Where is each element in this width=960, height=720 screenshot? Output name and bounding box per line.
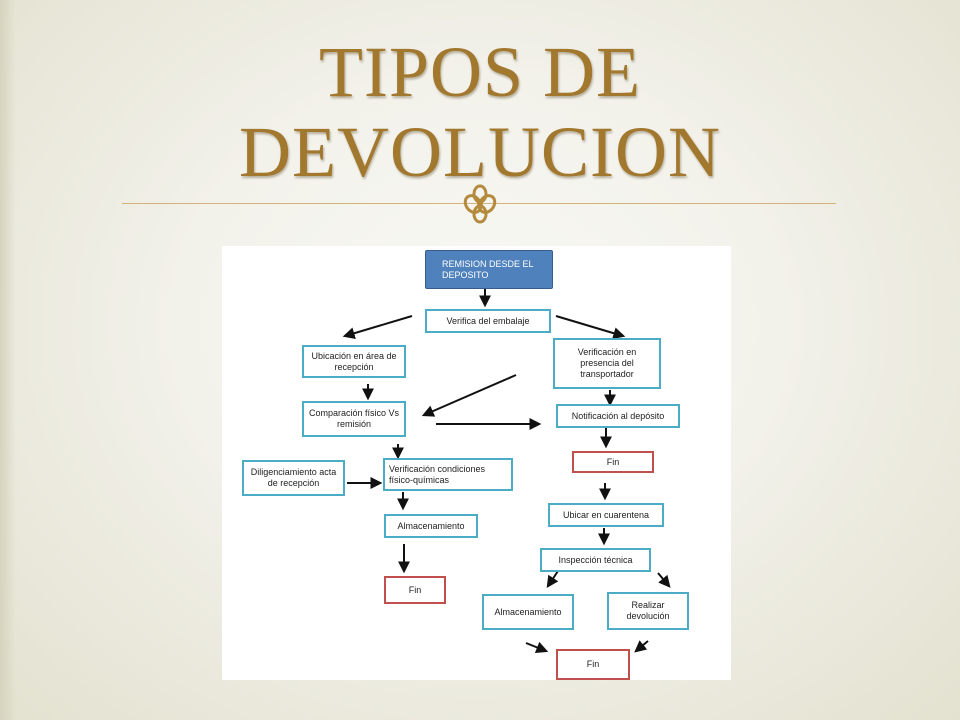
arrow-diagonal-to-compare	[421, 374, 517, 417]
node-end-bottom: Fin	[556, 649, 630, 680]
node-verify-carrier-label: Verificación en presencia del transporta…	[577, 347, 637, 379]
flowchart-connectors	[342, 289, 671, 654]
arrow-inspection-to-return	[657, 572, 671, 588]
title-line-2: DEVOLUCION	[239, 112, 721, 192]
return-process-flowchart: REMISION DESDE EL DEPOSITO Verifica del …	[222, 246, 731, 680]
slide-left-band	[0, 0, 16, 720]
node-notify-deposit: Notificación al depósito	[556, 404, 680, 428]
node-verify-conditions: Verificación condiciones físico-químicas	[383, 458, 513, 491]
node-end-right: Fin	[572, 451, 654, 473]
slide-title: TIPOS DE DEVOLUCION	[140, 32, 820, 192]
node-technical-inspection: Inspección técnica	[540, 548, 651, 572]
node-compare-physical: Comparación físico Vs remisión	[302, 401, 406, 437]
node-start-label: REMISION DESDE EL DEPOSITO	[442, 258, 534, 280]
arrow-verify-to-carrier	[555, 315, 626, 340]
node-end-bottom-label: Fin	[586, 659, 600, 669]
node-fill-reception-act: Diligenciamiento acta de recepción	[242, 460, 345, 496]
title-line-1: TIPOS DE	[318, 32, 641, 112]
node-verify-packaging: Verifica del embalaje	[425, 309, 551, 333]
node-fill-reception-act-label: Diligenciamiento acta de recepción	[250, 467, 337, 488]
clover-ornament-icon	[463, 184, 497, 224]
node-end-right-label: Fin	[606, 456, 620, 467]
node-verify-carrier: Verificación en presencia del transporta…	[553, 338, 661, 389]
node-start-remission: REMISION DESDE EL DEPOSITO	[425, 250, 553, 289]
node-location-reception-label: Ubicación en área de recepción	[311, 350, 397, 372]
node-storage-left: Almacenamiento	[384, 514, 478, 538]
arrow-return-to-final	[634, 640, 649, 653]
node-storage-right-label: Almacenamiento	[494, 606, 562, 617]
arrow-storage-to-final	[525, 641, 549, 654]
node-make-return: Realizar devolución	[607, 592, 689, 630]
node-end-left: Fin	[384, 576, 446, 604]
node-location-reception: Ubicación en área de recepción	[302, 345, 406, 378]
node-storage-left-label: Almacenamiento	[397, 520, 465, 531]
arrow-inspection-to-storage	[546, 570, 559, 588]
node-verify-packaging-label: Verifica del embalaje	[446, 315, 530, 326]
node-make-return-label: Realizar devolución	[626, 600, 670, 621]
node-technical-inspection-label: Inspección técnica	[558, 554, 633, 565]
node-verify-conditions-label: Verificación condiciones físico-químicas	[389, 463, 486, 485]
node-end-left-label: Fin	[408, 584, 422, 595]
node-quarantine: Ubicar en cuarentena	[548, 503, 664, 527]
node-notify-deposit-label: Notificación al depósito	[571, 410, 665, 421]
node-storage-right: Almacenamiento	[482, 594, 574, 630]
arrow-verify-to-location	[342, 315, 413, 340]
node-quarantine-label: Ubicar en cuarentena	[562, 509, 650, 520]
node-compare-physical-label: Comparación físico Vs remisión	[308, 408, 400, 429]
